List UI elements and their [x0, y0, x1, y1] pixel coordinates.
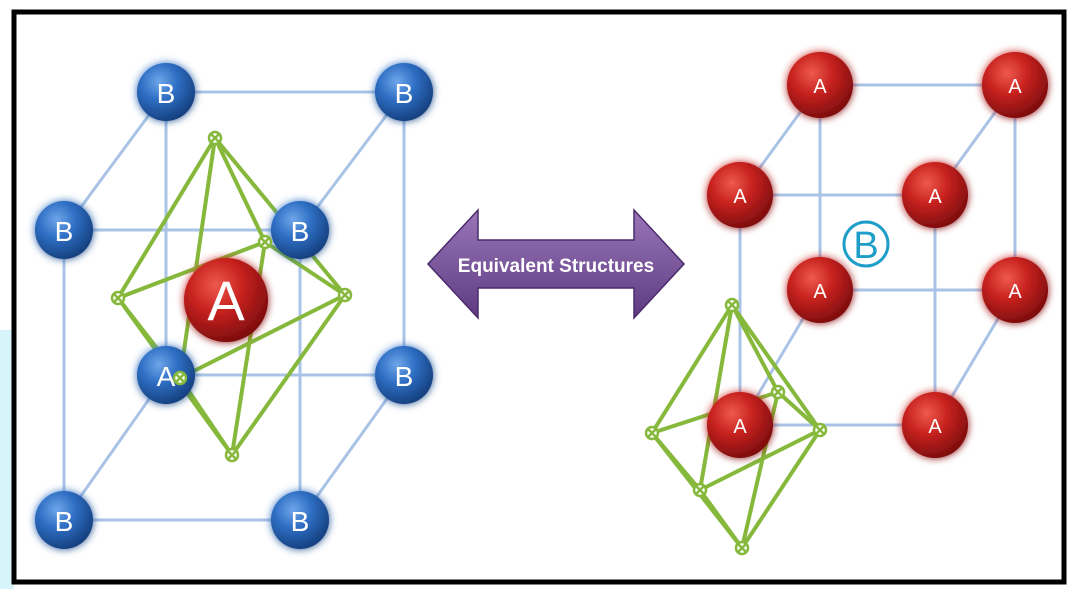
vertex-marker: [110, 290, 126, 306]
atom-b: A: [137, 346, 195, 404]
atom-label: A: [1008, 76, 1022, 98]
atom-label: B: [291, 506, 310, 537]
double-arrow-shape: [426, 208, 686, 320]
atom-b: B: [35, 201, 93, 259]
diagram-frame: [11, 9, 1067, 585]
vertex-marker: [812, 422, 828, 438]
atom-b: B: [137, 63, 195, 121]
atom-a: A: [982, 257, 1048, 323]
arrow-label: Equivalent Structures: [458, 256, 654, 277]
atom-a: A: [707, 162, 773, 228]
vertex-marker: [644, 425, 660, 441]
atom-label: B: [55, 506, 74, 537]
atom-label: A: [733, 416, 747, 438]
atom-label: A: [207, 269, 245, 332]
atom-b-center: B: [842, 220, 890, 268]
vertex-marker: [724, 297, 740, 313]
atom-label: B: [395, 78, 414, 109]
left-edge-tint: [0, 330, 14, 589]
atom-a: A: [982, 52, 1048, 118]
vertex-marker: [692, 482, 708, 498]
atom-a: A: [902, 392, 968, 458]
atom-b: B: [375, 346, 433, 404]
atom-label: B: [853, 225, 878, 267]
atom-a: A: [787, 52, 853, 118]
left-octahedron-vertices: [110, 130, 353, 463]
atom-label: A: [813, 281, 827, 303]
atom-a: A: [902, 162, 968, 228]
atom-b: B: [35, 491, 93, 549]
right-octahedron-vertices: [644, 297, 828, 556]
vertex-marker: [207, 130, 223, 146]
atom-label: A: [733, 186, 747, 208]
atom-label: B: [291, 216, 310, 247]
atom-b: B: [375, 63, 433, 121]
vertex-marker: [172, 370, 188, 386]
equivalence-arrow: Equivalent Structures: [426, 208, 686, 320]
atom-a-center: A: [184, 258, 268, 342]
atom-b: B: [271, 201, 329, 259]
right-a-atoms: A A A A A A A: [707, 52, 1048, 458]
vertex-marker: [734, 540, 750, 556]
atom-label: A: [813, 76, 827, 98]
atom-label: A: [928, 186, 942, 208]
atom-label: A: [157, 361, 176, 392]
vertex-marker: [257, 234, 273, 250]
atom-a: A: [787, 257, 853, 323]
left-structure: B B B B A B B: [35, 63, 433, 549]
right-structure: A A A A A A A: [644, 52, 1048, 556]
atom-label: A: [1008, 281, 1022, 303]
vertex-marker: [224, 447, 240, 463]
atom-label: A: [928, 416, 942, 438]
atom-label: B: [55, 216, 74, 247]
atom-b: B: [271, 491, 329, 549]
vertex-marker: [770, 384, 786, 400]
left-b-atoms: B B B B A B B: [35, 63, 433, 549]
atom-a: A: [707, 392, 773, 458]
atom-label: B: [157, 78, 176, 109]
vertex-marker: [337, 287, 353, 303]
atom-label: B: [395, 361, 414, 392]
